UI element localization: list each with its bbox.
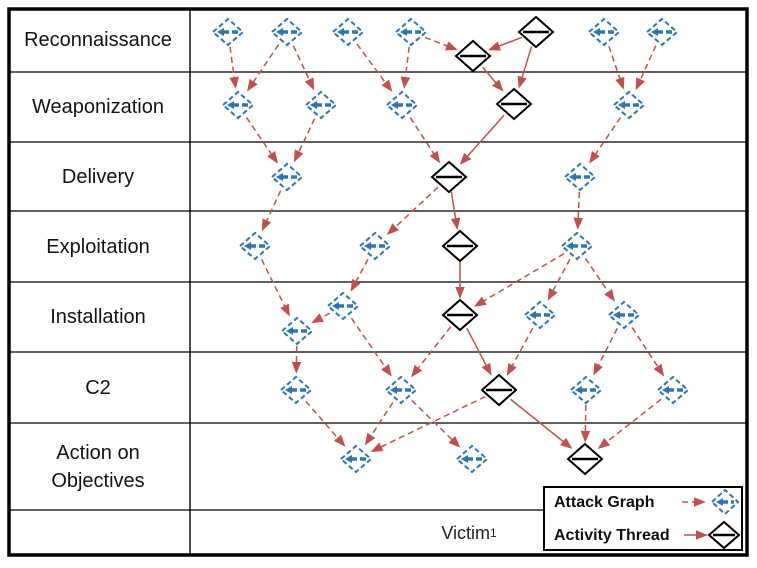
- activity-thread-edge: [450, 191, 461, 231]
- attack-graph-edge: [247, 44, 280, 92]
- attack-graph-edge: [293, 118, 316, 163]
- attack-graph-edge: [386, 186, 439, 235]
- stage-label-exploitation: Exploitation: [46, 235, 150, 258]
- attack-graph-edge: [400, 46, 411, 89]
- attack-graph-edge: [350, 317, 392, 377]
- node-inner-arrowhead: [217, 28, 224, 36]
- node-inner-arrowhead: [276, 28, 283, 36]
- attack-graph-edge: [311, 312, 331, 324]
- node-inner-arrowhead: [569, 173, 576, 181]
- node-inner-arrowhead: [390, 386, 397, 394]
- node-inner-arrowhead: [276, 173, 283, 181]
- node-inner-arrowhead: [566, 242, 573, 250]
- attack-graph-edge: [635, 45, 657, 91]
- node-inner-arrowhead: [529, 311, 536, 319]
- node-inner-arrowhead: [285, 386, 292, 394]
- attack-graph-edge: [547, 258, 571, 301]
- attack-graph-edge: [261, 190, 282, 232]
- node-inner-arrowhead: [662, 386, 669, 394]
- stage-label-installation: Installation: [50, 306, 146, 328]
- outer-border: [7, 7, 749, 557]
- activity-thread-edge: [488, 36, 523, 51]
- legend-attack-graph-label: Attack Graph: [554, 494, 655, 511]
- activity-thread-edge: [466, 327, 492, 376]
- node-inner-arrowhead: [391, 101, 398, 109]
- attack-graph-edge: [593, 328, 618, 376]
- node-inner-arrowhead: [332, 302, 339, 310]
- node-inner-arrowhead: [618, 101, 625, 109]
- node-inner-arrowhead: [651, 28, 658, 36]
- attack-graph-edge: [506, 327, 534, 376]
- node-inner-arrowhead: [575, 386, 582, 394]
- activity-thread-edge: [517, 46, 533, 89]
- activity-thread-edge: [459, 114, 505, 165]
- attack-graph-edge: [608, 45, 625, 90]
- node-inner-arrowhead: [286, 327, 293, 335]
- attack-graph-edge: [364, 402, 394, 446]
- attack-graph-edge: [473, 252, 565, 307]
- attack-graph-edge: [260, 259, 290, 317]
- node-inner-arrowhead: [310, 101, 317, 109]
- activity-thread-edge: [482, 66, 504, 92]
- node-inner-arrowhead: [400, 28, 407, 36]
- stage-label-reconnaissance: Reconnaissance: [24, 29, 172, 51]
- node-inner-arrowhead: [364, 242, 371, 250]
- attack-graph-edge: [573, 191, 584, 230]
- node-inner-arrowhead: [244, 242, 251, 250]
- attack-graph-edge: [589, 116, 622, 164]
- node-inner-arrowhead: [227, 101, 234, 109]
- node-inner-arrowhead: [337, 28, 344, 36]
- stage-label-weaponization: Weaponization: [32, 96, 164, 118]
- attack-graph-edge: [245, 116, 278, 164]
- attack-graph-edge: [409, 117, 441, 164]
- attack-graph-edge: [584, 257, 615, 302]
- legend-activity-thread-label: Activity Thread: [554, 527, 670, 544]
- node-inner-arrowhead: [461, 455, 468, 463]
- victim-subscript: 1: [490, 526, 497, 540]
- attack-graph-edge: [370, 395, 486, 452]
- attack-graph-edge: [356, 43, 393, 92]
- node-inner-arrowhead: [593, 28, 600, 36]
- node-inner-arrowhead: [613, 311, 620, 319]
- attack-graph-edge: [580, 404, 591, 443]
- node-inner-arrowhead: [716, 498, 723, 506]
- attack-graph-edge: [229, 46, 239, 89]
- activity-thread-edge: [510, 398, 573, 449]
- attack-graph-edge: [350, 258, 369, 292]
- victim-text: Victim: [441, 522, 490, 543]
- stage-label-action-on-objectives: Action on Objectives: [51, 441, 145, 492]
- node-inner-arrowhead: [345, 455, 352, 463]
- stage-label-delivery: Delivery: [61, 165, 135, 188]
- legend: Attack Graph Activity Thread: [543, 486, 743, 551]
- attack-graph-edge: [411, 326, 452, 378]
- attack-graph-edge: [292, 45, 315, 91]
- attack-graph-edge: [424, 36, 458, 51]
- attack-graph-edge: [597, 398, 662, 450]
- stage-label-c2: C2: [85, 376, 111, 399]
- attack-graph-edge: [411, 399, 461, 448]
- attack-graph-edge: [631, 327, 665, 377]
